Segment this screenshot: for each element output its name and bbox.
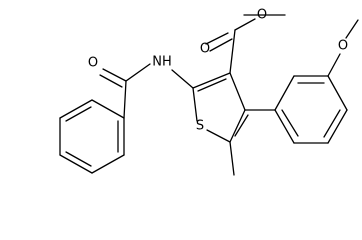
molecule-structure-drawing: O O NH O S O bbox=[59, 8, 359, 176]
aryl-bond-6 bbox=[274, 109, 295, 144]
atom-label-carbonyl-oxygen: O bbox=[200, 42, 210, 57]
aryl-bond-3 bbox=[327, 75, 348, 111]
bond-oxygen-methyl bbox=[345, 19, 359, 39]
bond-aryl-oxygen bbox=[327, 53, 341, 77]
bond-ester-oxygen-carbonyl bbox=[234, 18, 256, 31]
bond-amide-double-b bbox=[99, 74, 123, 88]
bond-amide-double-a bbox=[102, 68, 127, 82]
aryl-inner-bond-c bbox=[281, 109, 299, 137]
bond-amide-phenyl bbox=[123, 80, 127, 119]
bond-c3-c2-inner bbox=[197, 78, 227, 92]
bond-carbonyl-double-a bbox=[205, 32, 229, 45]
bond-c3-c4 bbox=[229, 72, 246, 111]
bond-c5-c4-inner bbox=[234, 114, 249, 137]
bond-c3-c2 bbox=[192, 72, 231, 89]
atom-label-nh: NH bbox=[152, 55, 172, 70]
aryl-bond-1 bbox=[274, 75, 295, 111]
aryl-bond-4 bbox=[327, 109, 348, 144]
phenyl-bond-5 bbox=[91, 154, 125, 174]
aryl-inner-bond-b bbox=[323, 109, 341, 138]
atom-label-methoxy-oxygen: O bbox=[338, 39, 348, 54]
bond-c5-c4 bbox=[229, 109, 246, 143]
bond-c5-methyl bbox=[229, 141, 235, 176]
phenyl-bond-1 bbox=[91, 99, 125, 119]
phenyl-inner-bond-b bbox=[65, 151, 92, 167]
bond-nh-carbonyl bbox=[125, 63, 151, 82]
bond-carbonyl-double-b bbox=[209, 38, 233, 52]
atom-label-ester-oxygen: O bbox=[257, 8, 267, 23]
phenyl-bond-2 bbox=[59, 99, 93, 119]
bond-c2-s bbox=[192, 87, 198, 122]
bond-c2-nh bbox=[171, 69, 194, 89]
bond-carbonyl-ring bbox=[229, 29, 236, 74]
phenyl-inner-bond-a bbox=[65, 106, 92, 122]
atom-label-sulfur: S bbox=[196, 119, 204, 134]
bond-s-c5 bbox=[206, 129, 231, 143]
phenyl-bond-4 bbox=[59, 154, 93, 174]
atom-label-amide-oxygen: O bbox=[88, 56, 98, 71]
